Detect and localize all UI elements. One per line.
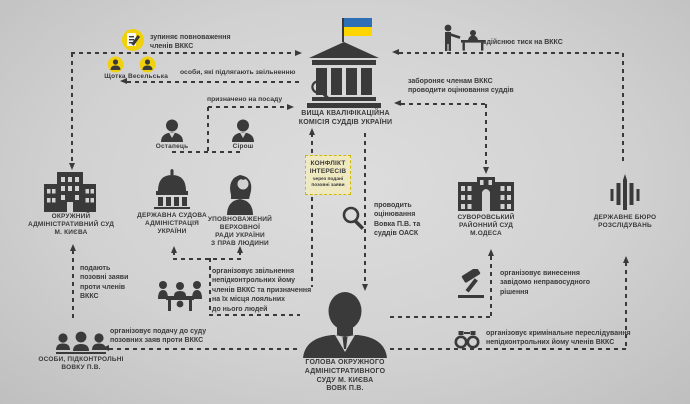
line-prosecution-horizontal [390, 348, 626, 350]
line-appointed-split [172, 151, 242, 153]
vkks-label: ВИЩА КВАЛІФІКАЦІЙНА КОМІСІЯ СУДДІВ УКРАЇ… [298, 110, 393, 126]
magnifier-icon [341, 205, 367, 231]
line-pressure [399, 52, 623, 54]
appointed-annotation: призначено на посаду [207, 96, 283, 103]
line-pressure-vertical [622, 53, 624, 165]
document-pen-icon [121, 28, 145, 52]
line-evaluation-vertical [364, 133, 366, 285]
pressure-desk-icon [441, 24, 487, 51]
suvorov-building-icon [458, 177, 514, 211]
handcuffs-icon [453, 329, 481, 350]
conflict-subtitle: через подані позовні заяви [311, 177, 345, 188]
suspend-annotation: зупиняє повноваження членів ВККС [150, 34, 231, 51]
shchotka-label: Щотка [104, 73, 126, 80]
dsa-building-icon [152, 169, 192, 209]
arrowhead-down [361, 284, 368, 291]
line-oask-vertical [71, 53, 73, 164]
line-dismissal-block-bottom [209, 314, 300, 316]
line-dismissal-block-vertical [209, 258, 211, 315]
line-stub-dsa [173, 251, 175, 259]
oask-building-icon [44, 172, 96, 212]
line-appointed-vertical [207, 107, 209, 152]
line-organize-lawsuits [109, 348, 300, 350]
arrowhead-left [392, 48, 399, 55]
sirosh-label: Сірош [232, 143, 254, 150]
line-prosecution-vertical [625, 262, 627, 348]
magnifier-icon [310, 79, 331, 100]
line-appointed-horizontal [208, 106, 288, 108]
line-bans-vertical [485, 104, 487, 168]
vovk-person-icon [300, 291, 390, 358]
arrowhead-right [295, 49, 302, 56]
sirosh-person-icon [231, 119, 255, 142]
arrowhead-up [69, 244, 76, 251]
dbr-label: ДЕРЖАВНЕ БЮРО РОЗСЛІДУВАНЬ [593, 214, 657, 230]
line-ruling-horizontal [390, 316, 490, 318]
arrowhead-up [622, 256, 629, 263]
dismissal-persons-annotation: особи, які підлягають звільненню [180, 69, 296, 76]
veselska-label: Весельська [127, 73, 169, 80]
evaluates-annotation: проводить оцінювання Вовка П.В. та судді… [374, 202, 421, 238]
line-lawsuits-vertical [72, 250, 74, 318]
lawsuits-annotation: подають позовні заяви проти членів ВККС [80, 265, 129, 301]
line-oask-to-vkks [71, 52, 297, 54]
conflict-of-interest-box: КОНФЛІКТ ІНТЕРЕСІВ через подані позовні … [305, 155, 351, 195]
ombudsman-label: УПОВНОВАЖЕНИЙ ВЕРХОВНОЇ РАДИ УКРАЇНИ З П… [207, 216, 273, 248]
line-stub-ombudsman [239, 251, 241, 259]
line-dismissal-persons [127, 81, 303, 83]
persons-group-icon [54, 331, 108, 355]
suvorov-label: СУВОРОВСЬКИЙ РАЙОННИЙ СУД М.ОДЕСА [457, 214, 515, 238]
organizes-prosecution-annotation: організовує кримінальне переслідування н… [486, 330, 631, 347]
organizes-lawsuits-annotation: організовує подачу до суду позовних заяв… [110, 328, 207, 345]
shchotka-person-icon [107, 56, 124, 73]
meeting-table-icon [157, 277, 203, 313]
dbr-trident-icon [610, 174, 640, 212]
arrowhead-up [487, 249, 494, 256]
arrowhead-down [68, 163, 75, 170]
arrowhead-right [287, 103, 294, 110]
ostapets-label: Остапець [155, 143, 189, 150]
line-bans [401, 103, 486, 105]
dsa-label: ДЕРЖАВНА СУДОВА АДМІНІСТРАЦІЯ УКРАЇНИ [137, 212, 207, 236]
arrowhead-up [170, 246, 177, 253]
arrowhead-up [236, 246, 243, 253]
conflict-title: КОНФЛІКТ ІНТЕРЕСІВ [309, 160, 347, 176]
line-dismissal-block-top [173, 258, 241, 260]
organizes-dismissal-annotation: організовує звільнення непідконтрольних … [212, 268, 312, 313]
oask-label: ОКРУЖНИЙ АДМІНІСТРАТИВНИЙ СУД М. КИЄВА [27, 213, 115, 237]
vovk-label: ГОЛОВА ОКРУЖНОГО АДМІНІСТРАТИВНОГО СУДУ … [304, 359, 386, 393]
arrowhead-left [394, 99, 401, 106]
arrowhead-up [308, 128, 315, 135]
organizes-ruling-annotation: організовує винесення завідомо неправосу… [500, 270, 591, 296]
arrowhead-left [120, 77, 127, 84]
persons-label: ОСОБИ, ПІДКОНТРОЛЬНІ ВОВКУ П.В. [38, 356, 124, 372]
arrowhead-down [482, 167, 489, 174]
pressure-annotation: здійснює тиск на ВККС [483, 39, 563, 46]
veselska-person-icon [139, 56, 156, 73]
line-conflict-vertical [311, 133, 313, 287]
line-ruling-vertical [490, 256, 492, 317]
ostapets-person-icon [160, 119, 184, 142]
bans-annotation: забороняє членам ВККС проводити оцінюван… [408, 78, 514, 95]
ombudsman-person-icon [225, 169, 255, 215]
gavel-icon [454, 269, 490, 299]
